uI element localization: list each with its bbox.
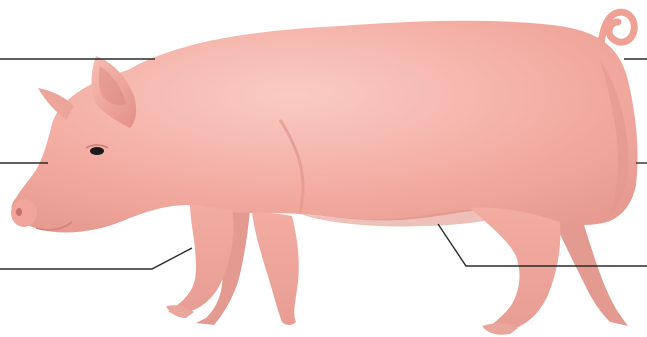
near-hind-leg xyxy=(470,208,560,332)
leader-line-left-3 xyxy=(0,248,192,269)
near-front-leg-rear xyxy=(252,212,299,325)
eye xyxy=(90,147,104,155)
snout xyxy=(11,199,37,227)
pig-body xyxy=(12,21,638,233)
nostril xyxy=(16,208,22,216)
